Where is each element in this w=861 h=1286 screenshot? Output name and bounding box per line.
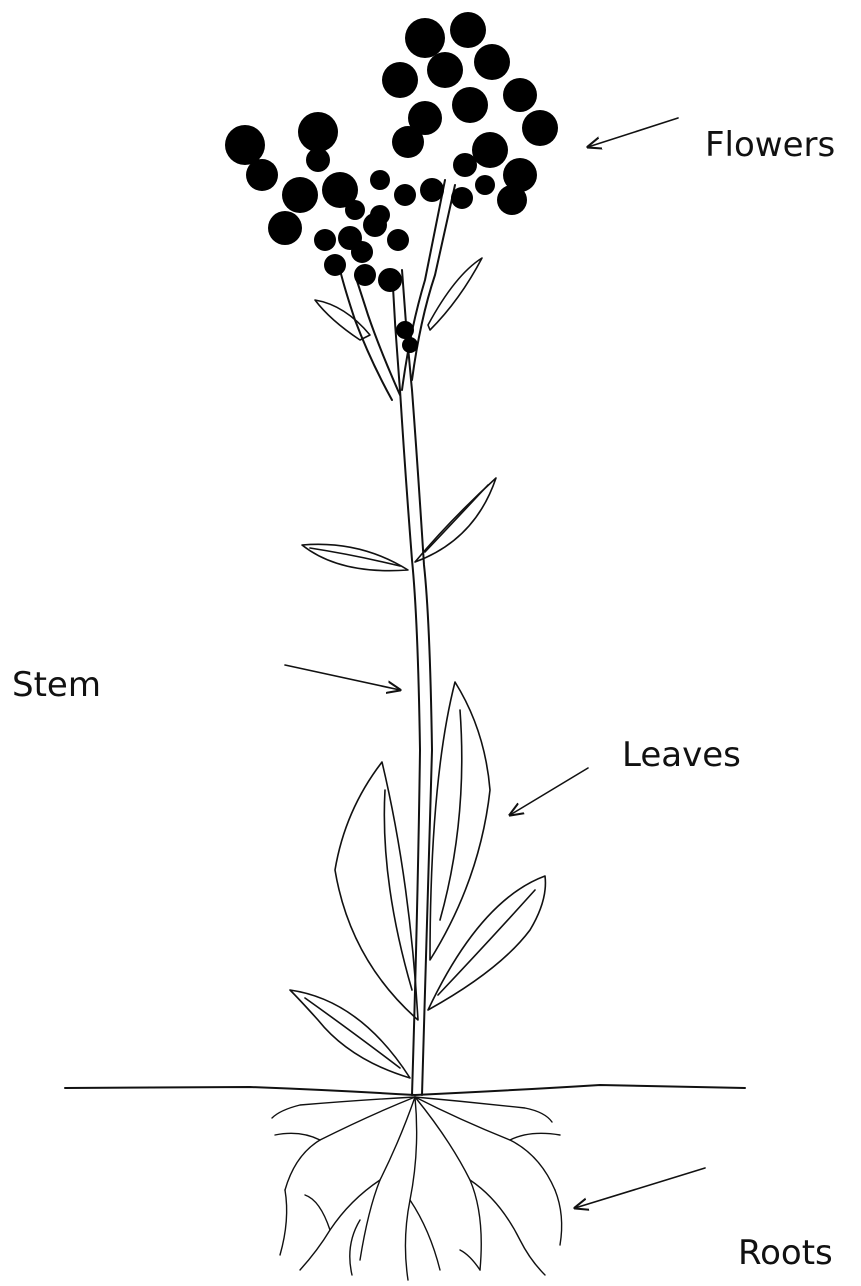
roots-arrow [575,1168,705,1208]
stem-label: Stem [12,668,101,702]
leaves-label: Leaves [622,738,741,772]
ground-line [65,1085,745,1095]
pointer-arrows [285,118,705,1208]
stem-drawing [340,180,455,1095]
stem-arrow [285,665,400,690]
flowers-drawing [225,12,558,353]
flowers-arrow [588,118,678,147]
roots-drawing [272,1097,562,1280]
roots-label: Roots [738,1236,833,1270]
leaves-arrow [510,768,588,815]
flowers-label: Flowers [705,128,835,162]
